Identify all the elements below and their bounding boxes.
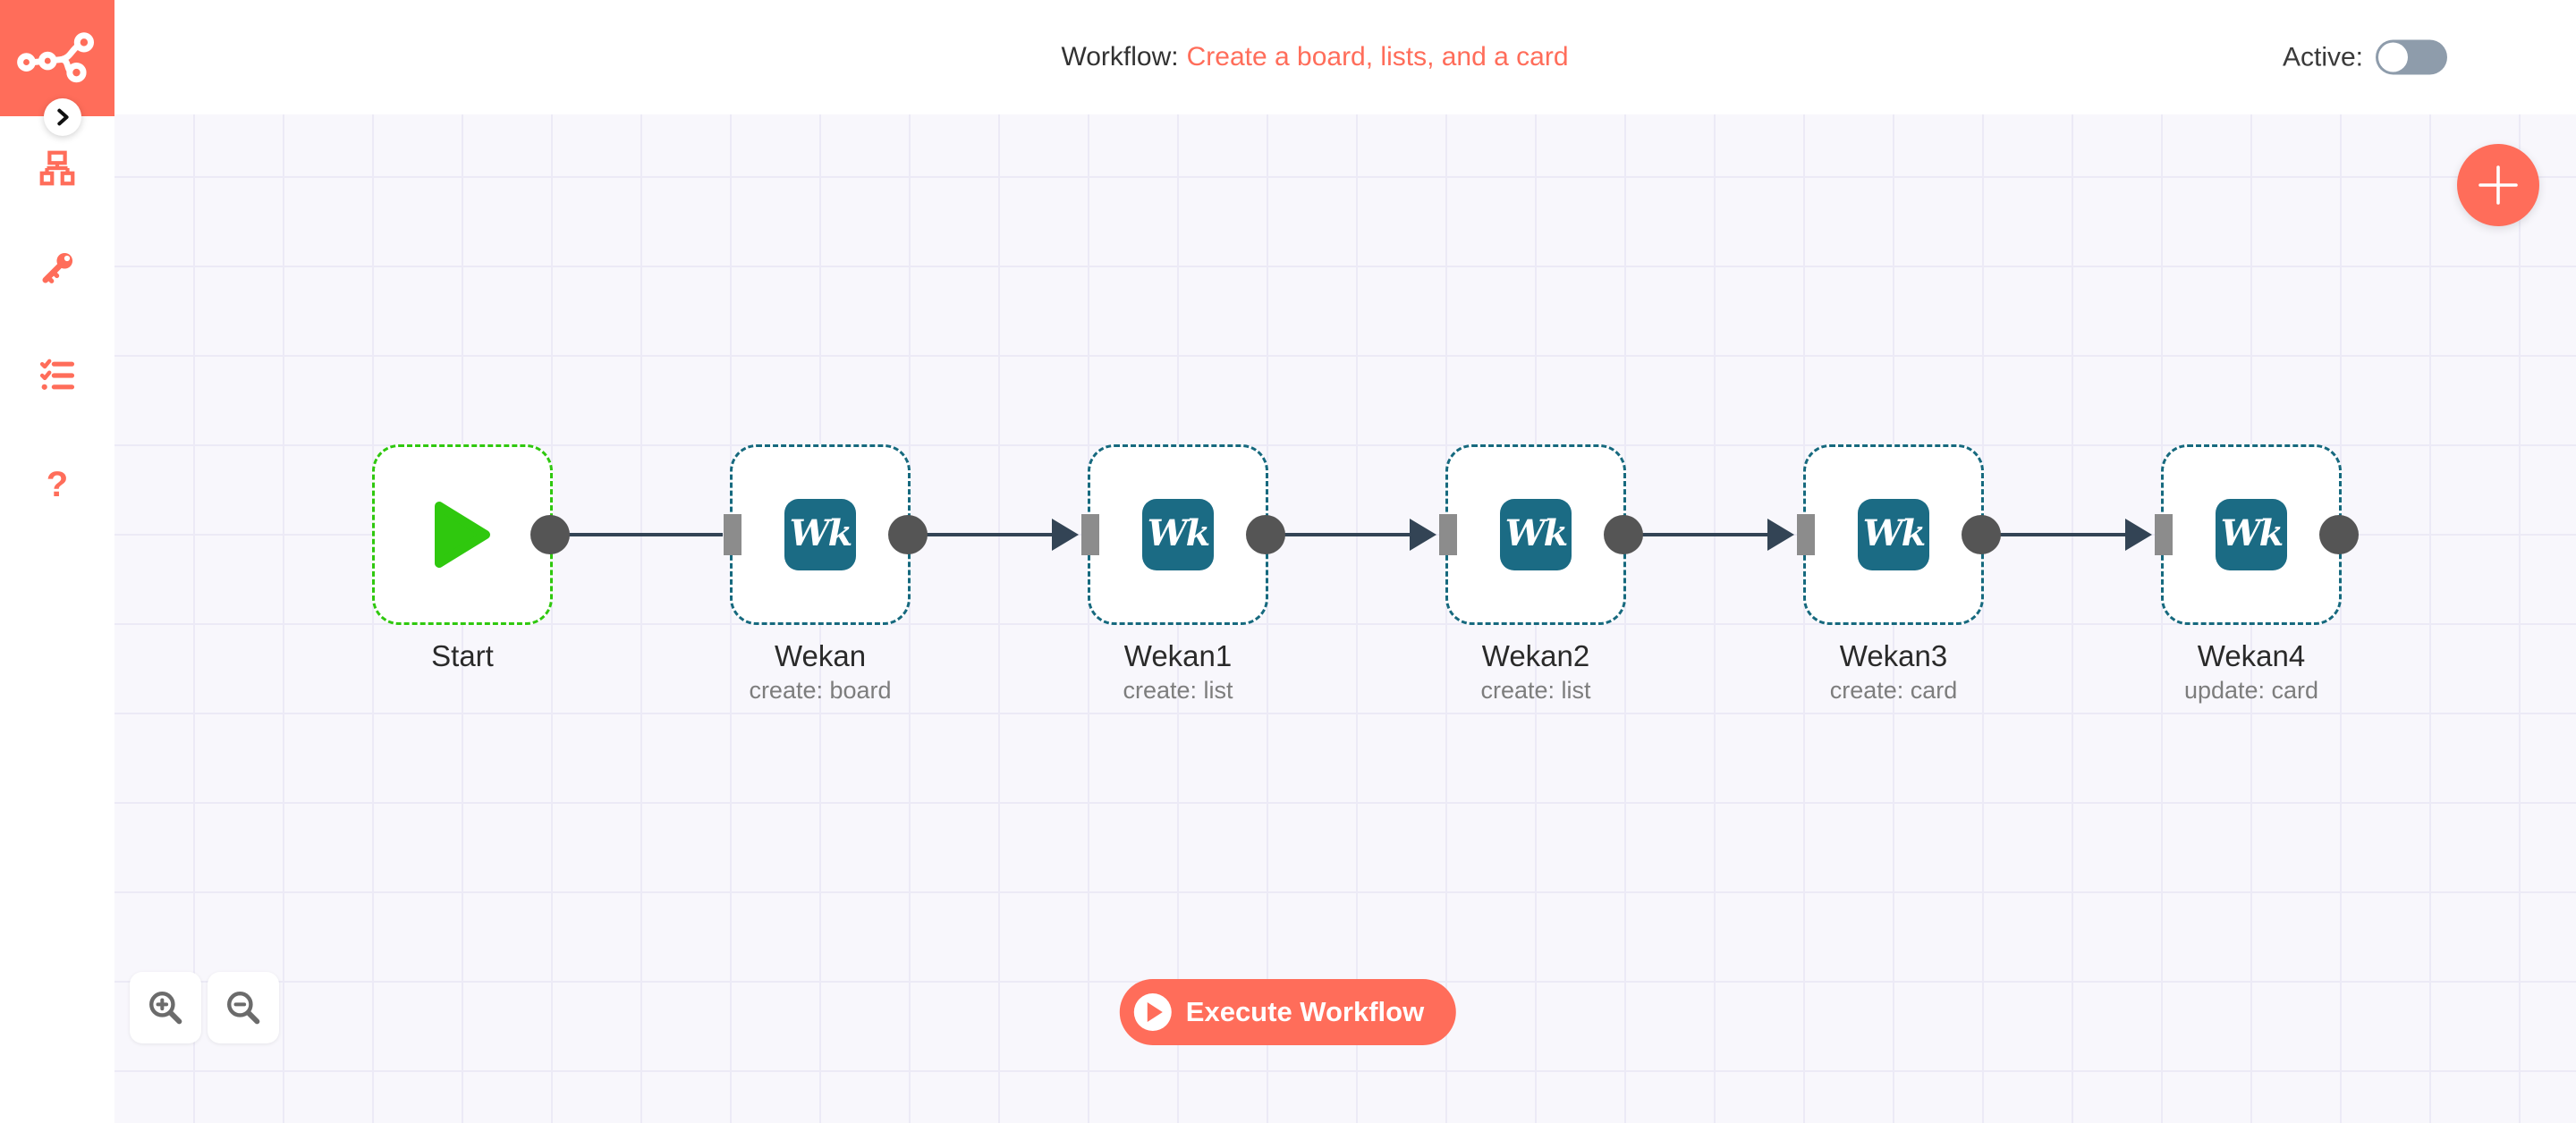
node-wekan4: Wk Wekan4 update: card [2155,444,2359,705]
sidebar-item-executions[interactable] [36,354,79,397]
executions-checklist-icon [39,359,75,390]
workflow-label: Workflow: [1061,42,1179,72]
node-wekan2-box[interactable]: Wk [1439,444,1643,625]
node-subtitle: create: board [749,676,892,704]
workflow-canvas[interactable]: Start Wk Wekan create: board Wk Wekan1 c… [114,114,2576,1123]
node-wekan3: Wk Wekan3 create: card [1797,444,2001,705]
node-wekan4-box[interactable]: Wk [2155,444,2359,625]
node-subtitle: create: list [1480,676,1591,704]
node-label: Wekan1 [1123,639,1233,672]
node-label: Wekan [774,639,867,672]
connection-line [911,533,1054,536]
node-wekan3-box[interactable]: Wk [1797,444,2001,625]
zoom-in-icon [149,992,182,1025]
connection-line [1626,533,1769,536]
sidebar-item-help[interactable]: ? [36,463,79,506]
workflow-name[interactable]: Create a board, lists, and a card [1186,42,1569,72]
toggle-knob [2378,42,2408,72]
active-control: Active: [2282,39,2447,75]
output-endpoint[interactable] [888,515,928,554]
output-endpoint[interactable] [1962,515,2001,554]
n8n-logo-icon [17,32,95,83]
output-endpoint[interactable] [530,515,570,554]
zoom-out-icon [227,992,260,1025]
workflow-sitemap-icon [39,150,75,186]
node-wekan2: Wk Wekan2 create: list [1439,444,1643,705]
node-wekan: Wk Wekan create: board [724,444,928,705]
connection-line [1268,533,1411,536]
output-endpoint[interactable] [1246,515,1285,554]
connection-arrow-icon [1410,519,1436,551]
input-endpoint[interactable] [1797,514,1815,555]
sidebar-item-credentials[interactable] [36,247,79,290]
wekan-icon: Wk [784,499,856,570]
help-icon: ? [46,465,69,504]
node-subtitle: update: card [2183,676,2319,704]
node-subtitle: create: list [1123,676,1233,704]
node-wekan-box[interactable]: Wk [724,444,928,625]
workflow-title: Workflow: Create a board, lists, and a c… [1061,42,1568,72]
active-label: Active: [2282,42,2363,72]
node-label: Wekan4 [2197,639,2306,672]
plus-icon [2479,165,2518,205]
sidebar-expand-button[interactable] [44,98,81,136]
sidebar-item-workflows[interactable] [36,147,79,190]
execute-workflow-label: Execute Workflow [1185,996,1425,1027]
connection-line [1984,533,2127,536]
n8n-logo[interactable] [0,0,114,116]
node-label: Wekan2 [1481,639,1590,672]
node-start-box[interactable] [372,444,570,625]
zoom-in-button[interactable] [130,972,201,1043]
input-endpoint[interactable] [1081,514,1099,555]
connection-line [553,533,723,536]
active-toggle[interactable] [2376,39,2447,75]
play-icon [435,502,490,568]
execute-play-icon [1133,993,1172,1031]
node-wekan1: Wk Wekan1 create: list [1081,444,1285,705]
connection-arrow-icon [1052,519,1079,551]
node-subtitle: create: card [1829,676,1958,704]
zoom-out-button[interactable] [208,972,279,1043]
output-endpoint[interactable] [1604,515,1643,554]
input-endpoint[interactable] [724,514,741,555]
node-label: Wekan3 [1839,639,1948,672]
connection-arrow-icon [1767,519,1794,551]
wekan-icon: Wk [2216,499,2287,570]
input-endpoint[interactable] [1439,514,1457,555]
node-wekan1-box[interactable]: Wk [1081,444,1285,625]
chevron-right-icon [57,108,69,126]
output-endpoint[interactable] [2319,515,2359,554]
wekan-icon: Wk [1858,499,1929,570]
wekan-icon: Wk [1500,499,1572,570]
node-label: Start [431,639,494,672]
connection-arrow-icon [2125,519,2152,551]
node-start: Start [372,444,570,673]
execute-workflow-button[interactable]: Execute Workflow [1119,979,1457,1045]
page-header: Workflow: Create a board, lists, and a c… [0,0,2576,114]
credentials-key-icon [42,252,73,283]
input-endpoint[interactable] [2155,514,2173,555]
add-node-button[interactable] [2457,144,2539,226]
wekan-icon: Wk [1142,499,1214,570]
sidebar: ? [0,0,114,1123]
